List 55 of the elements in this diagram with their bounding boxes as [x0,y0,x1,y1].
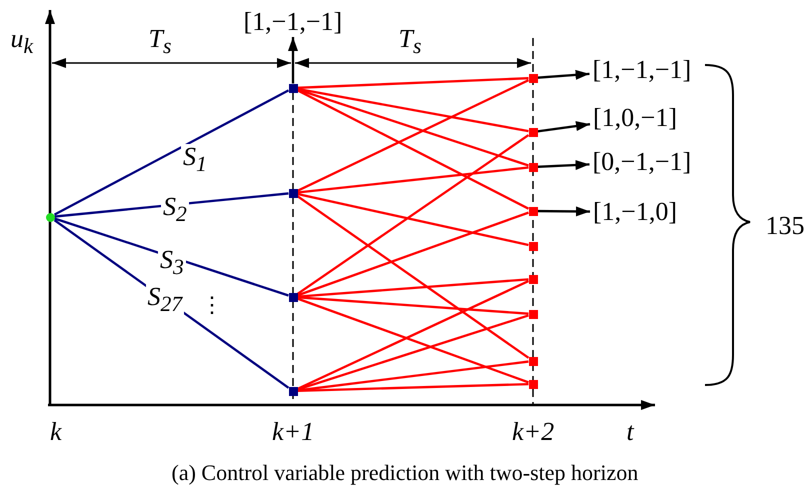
square-marker [528,380,538,388]
connector-line [297,166,529,194]
connector-line [297,314,529,391]
count-label: 135 [766,213,804,239]
arrow [537,160,590,170]
square-marker [528,310,538,318]
connector-line [297,298,529,384]
arrow [537,121,590,133]
vector-label: [1,0,−1] [593,105,677,131]
square-marker [528,74,538,82]
axis-label: t [626,419,634,445]
connector-line [297,296,529,315]
connector-line [297,79,529,192]
connector-line [296,89,530,210]
square-marker [528,356,538,366]
connector-line [54,89,290,216]
connector-line [297,360,529,392]
tick-label: k+1 [272,419,314,445]
vector-label: [1,−1,−1] [592,57,692,83]
connector-line [297,212,529,296]
axis-label: u$_{k}$ [10,26,34,58]
connector-line [297,278,529,298]
arrow [288,37,298,84]
connector-line [297,192,529,246]
connector-line [54,217,289,297]
connector-line [54,192,289,218]
connector-line [297,77,529,89]
connector-line [297,382,529,392]
vector-label: [1,−1,0] [593,199,677,225]
square-marker [288,84,298,92]
caption: (a) Control variable prediction with two-step horizon [172,462,638,484]
square-marker [528,162,538,172]
square-marker [288,292,298,302]
square-marker [528,242,538,250]
period-label: T$_{s}$ [148,26,172,58]
connector-line [297,88,529,132]
square-marker [288,188,298,198]
edge-label: S$_{27}$ [146,284,184,316]
arrow [537,70,590,80]
tick-label: k+2 [512,419,554,445]
square-marker [528,206,538,216]
connector-line [296,195,530,359]
square-marker [528,274,538,284]
vector-label: [1,−1,−1] [244,9,342,35]
tick-label: k [50,419,62,445]
point-marker [46,212,54,222]
connector-line [296,134,530,295]
square-marker [288,386,298,396]
period-label: T$_{s}$ [398,26,422,58]
vector-label: [0,−1,−1] [592,149,692,175]
arrow [537,206,590,216]
ellipsis-dots: ⋮ [201,294,223,316]
connector-line [297,88,529,167]
square-marker [528,128,538,136]
connector-line [297,280,529,390]
